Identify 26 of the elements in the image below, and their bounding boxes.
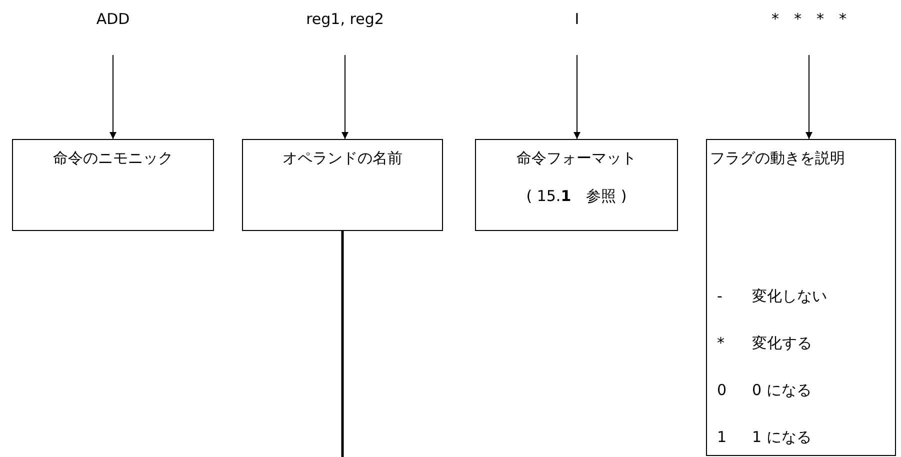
flag-meaning: 変化する — [752, 334, 812, 353]
description-box — [475, 139, 678, 231]
flag-symbol: - — [717, 287, 722, 305]
arrow — [342, 54, 348, 140]
flag-meaning: 変化しない — [752, 287, 827, 306]
field-label: ADD — [95, 10, 131, 28]
description-box — [242, 139, 443, 231]
field-label: * * * * — [770, 10, 848, 29]
arrow — [806, 54, 812, 140]
flag-description-box — [706, 139, 896, 456]
box-heading: フラグの動きを説明 — [710, 149, 845, 168]
connector-line — [341, 231, 344, 457]
field-label: I — [574, 10, 580, 28]
flag-symbol: 0 — [717, 381, 727, 399]
flag-meaning: 1 になる — [752, 428, 812, 447]
flag-symbol: * — [717, 334, 724, 352]
box-heading: 命令フォーマット — [516, 149, 638, 168]
box-heading: オペランドの名前 — [282, 149, 404, 168]
arrow — [110, 54, 116, 140]
flag-symbol: 1 — [717, 428, 727, 446]
field-label: reg1, reg2 — [305, 10, 385, 28]
flag-meaning: 0 になる — [752, 381, 812, 400]
box-note: ( 15.1 参照 ) — [525, 187, 628, 206]
description-box — [12, 139, 214, 231]
box-heading: 命令のニモニック — [52, 149, 174, 168]
arrow — [574, 54, 580, 140]
